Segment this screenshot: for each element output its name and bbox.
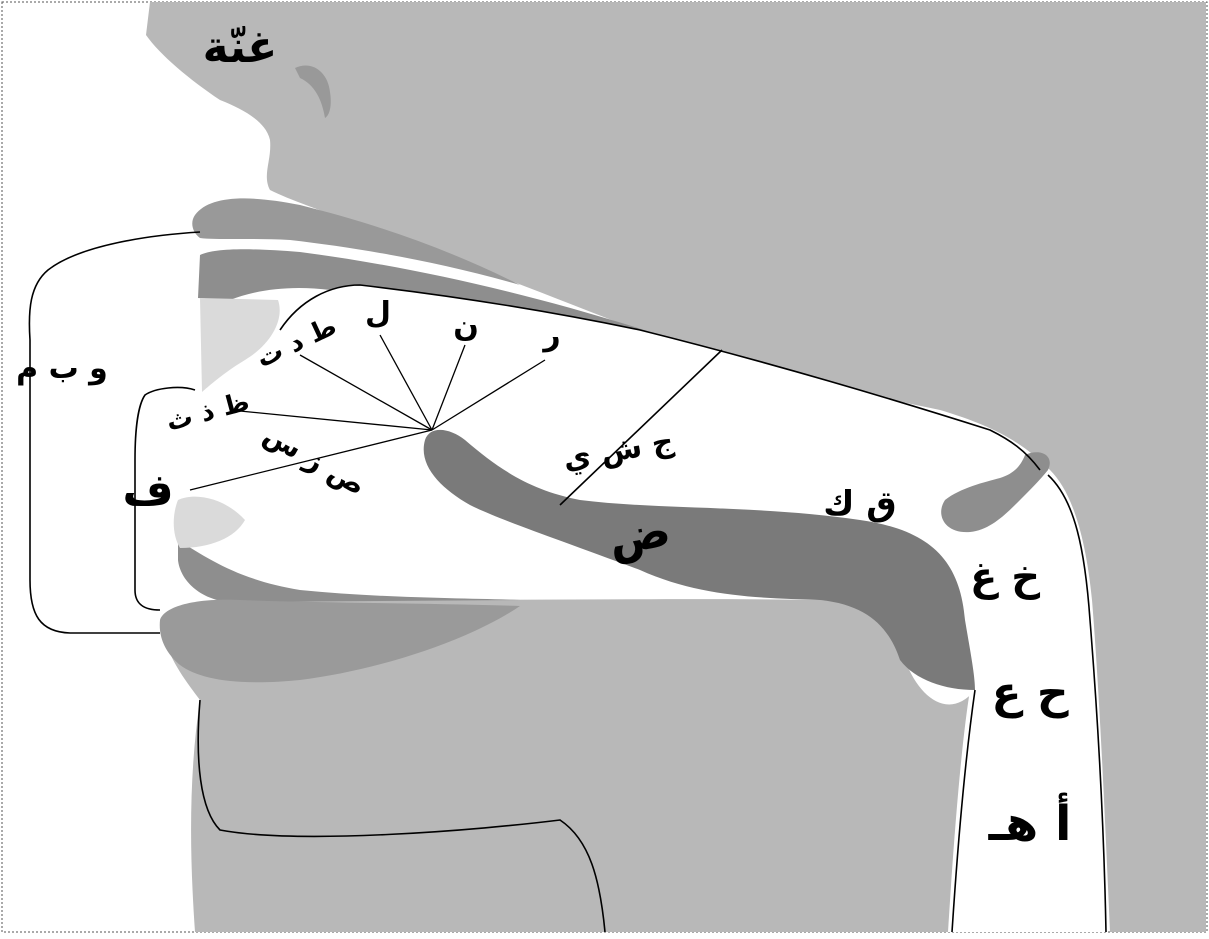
- label-lips: و ب م: [16, 351, 108, 386]
- label-tongue-side: ض: [604, 502, 674, 566]
- label-nun: ن: [453, 309, 479, 344]
- label-upper-throat: خ غ: [970, 554, 1040, 600]
- label-nasal: غنّة: [203, 22, 278, 73]
- label-lip-teeth: ف: [122, 465, 173, 516]
- label-back-tongue: ق ك: [823, 484, 896, 524]
- label-lower-throat: أ هـ: [988, 792, 1072, 852]
- label-mid-throat: ح ع: [991, 668, 1068, 719]
- label-ra: ر: [541, 318, 560, 353]
- label-lam: ل: [365, 296, 391, 331]
